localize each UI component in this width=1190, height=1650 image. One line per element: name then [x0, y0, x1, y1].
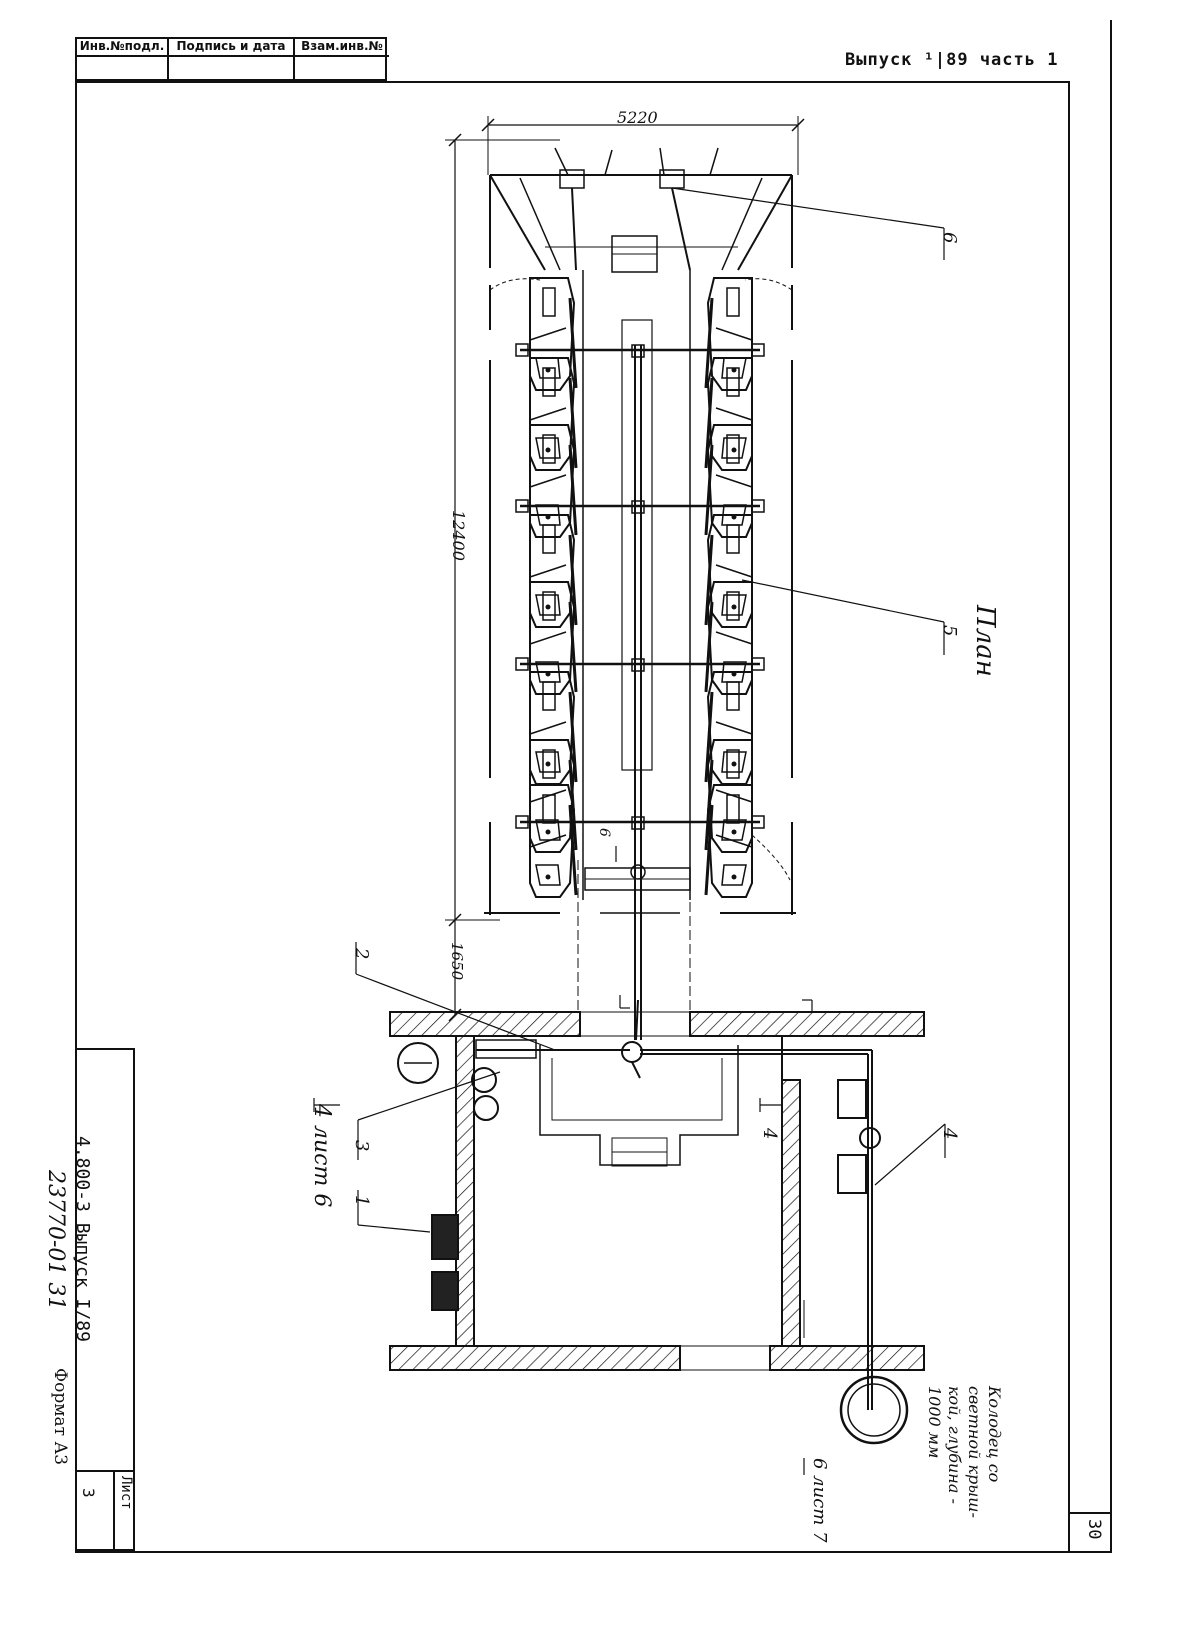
sheet-cell-divider [113, 1470, 115, 1551]
dimension-width [481, 116, 805, 175]
section-6-mark: 6 [596, 828, 612, 837]
equipment-right [803, 1050, 909, 1445]
stalls-right [704, 276, 754, 899]
stalls-left [528, 276, 578, 899]
plan-title: План [970, 605, 1000, 677]
stamp-header-replace: Взам.инв.№ [295, 39, 389, 57]
section-6-sheet: 6 лист 7 [809, 1458, 830, 1543]
stamp-cell-inv: Инв.№подл. [77, 39, 169, 79]
sheet-border-left [75, 81, 77, 1551]
dimension-gap-label: 1650 [448, 942, 466, 981]
approval-stamp-table: Инв.№подл. Подпись и дата Взам.инв.№ [75, 37, 389, 81]
sheet-border-top [75, 81, 1070, 83]
title-block [75, 1048, 135, 1551]
sheet-border-bottom [75, 1551, 1112, 1553]
dimension-width-label: 5220 [617, 108, 658, 127]
callout-leaders [313, 187, 946, 1475]
callout-4: 4 [939, 1128, 960, 1140]
well-note: Колодец со светной крыш-кой, глубина - 1… [924, 1386, 1004, 1536]
callout-6: 6 [939, 232, 960, 244]
callout-2: 2 [351, 948, 372, 960]
sheet-outer-right [1110, 20, 1112, 1552]
callout-1: 1 [351, 1195, 372, 1207]
stamp-cell-replace: Взам.инв.№ [295, 39, 389, 79]
section-4-sheet: 4 лист 6 [309, 1104, 334, 1208]
section-4-mark: 4 [759, 1128, 780, 1140]
equipment-left [397, 999, 872, 1311]
callout-3: 3 [351, 1140, 372, 1152]
stamp-cell-sign: Подпись и дата [169, 39, 295, 79]
parlour-frame [484, 147, 796, 1040]
callout-5: 5 [939, 625, 960, 637]
building-walls [389, 1011, 925, 1371]
page-number-cell [1068, 1512, 1112, 1552]
dimension-length-label: 12400 [449, 510, 468, 561]
sheet-border-right [1068, 81, 1070, 1551]
stamp-header-sign: Подпись и дата [169, 39, 293, 57]
well-note-text: Колодец со светной крыш-кой, глубина - 1… [925, 1386, 1004, 1518]
stamp-header-inv: Инв.№подл. [77, 39, 167, 57]
issue-header: Выпуск ¹|89 часть 1 [845, 50, 1059, 70]
sheet-cell [75, 1470, 135, 1551]
